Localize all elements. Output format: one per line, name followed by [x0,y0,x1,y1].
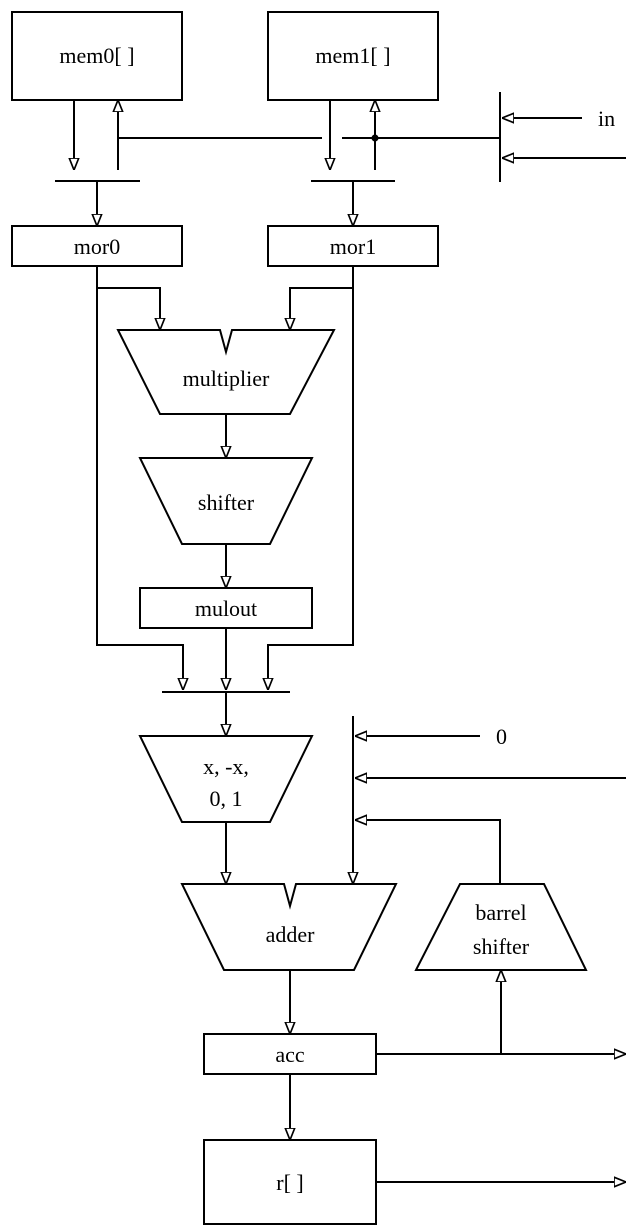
input-bus: in [499,92,626,182]
mem1-label: mem1[ ] [315,43,390,68]
multiplier-label: multiplier [183,366,270,391]
mulout-register: mulout [139,587,313,629]
adder-operand-bus: 0 [353,716,626,884]
zero-constant-label: 0 [496,724,507,749]
junction-dot [371,134,379,142]
memory-bus-wires [74,100,500,170]
mulout-label: mulout [195,596,257,621]
shifter-label: shifter [198,490,255,515]
acc-label: acc [275,1042,305,1067]
mem0-label: mem0[ ] [59,43,134,68]
input-label: in [598,106,615,131]
selector-input-mux [162,691,290,736]
selector-label-line1: x, -x, [203,754,249,779]
barrel-label-line1: barrel [475,900,526,925]
mor0-register: mor0 [11,225,183,267]
operand-selector: x, -x, 0, 1 [138,735,314,823]
mor1-label: mor1 [330,234,376,259]
mor0-label: mor0 [74,234,120,259]
acc-output-wires [290,970,626,1140]
shifter-unit: shifter [138,457,314,545]
multiplier-unit: multiplier [116,329,336,415]
barrel-label-line2: shifter [473,934,530,959]
adder-unit: adder [180,883,398,971]
adder-label: adder [266,922,316,947]
selector-label-line2: 0, 1 [210,786,243,811]
mem0-block: mem0[ ] [11,11,183,101]
barrel-shifter-unit: barrel shifter [414,883,588,971]
acc-register: acc [203,1033,377,1075]
mor-input-muxes [55,180,395,226]
mor1-register: mor1 [267,225,439,267]
result-register: r[ ] [203,1139,377,1225]
mem1-block: mem1[ ] [267,11,439,101]
operand-wires [96,266,354,690]
result-label: r[ ] [276,1170,303,1195]
